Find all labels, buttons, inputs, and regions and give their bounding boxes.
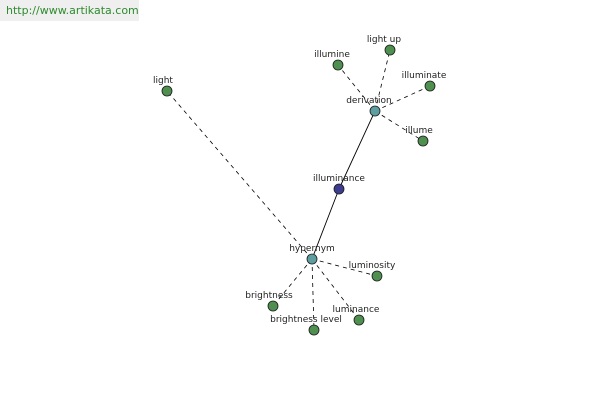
node-label: illuminate — [402, 71, 447, 81]
node-illume[interactable]: illume — [405, 126, 433, 147]
node-label: illumine — [314, 50, 350, 60]
node-marker[interactable] — [306, 253, 318, 265]
node-illuminance[interactable]: illuminance — [313, 174, 365, 195]
edge-hypernym-brightness — [272, 258, 313, 307]
edge-derivation-illumine — [337, 64, 376, 112]
node-illumine[interactable]: illumine — [314, 50, 350, 71]
node-brightness[interactable]: brightness — [245, 291, 293, 312]
node-light[interactable]: light — [153, 76, 173, 97]
node-marker[interactable] — [424, 80, 436, 92]
node-marker[interactable] — [371, 270, 383, 282]
node-luminosity[interactable]: luminosity — [349, 261, 396, 282]
node-marker[interactable] — [417, 135, 429, 147]
node-label: luminosity — [349, 261, 396, 271]
node-label: illume — [405, 126, 433, 136]
node-marker[interactable] — [308, 324, 320, 336]
node-illuminate[interactable]: illuminate — [402, 71, 447, 92]
node-light-up[interactable]: light up — [367, 35, 402, 56]
node-label: derivation — [346, 96, 392, 106]
node-label: light — [153, 76, 173, 86]
node-derivation[interactable]: derivation — [346, 96, 392, 117]
edge-hypernym-luminosity — [311, 258, 378, 277]
edge-derivation-light-up — [374, 49, 391, 112]
edge-hypernym-brightness-level — [311, 258, 315, 331]
node-label: illuminance — [313, 174, 365, 184]
source-url-banner[interactable]: http://www.artikata.com — [0, 0, 139, 21]
edge-hypernym-luminance — [311, 258, 360, 321]
edge-illuminance-hypernym — [311, 188, 340, 260]
node-label: light up — [367, 35, 402, 45]
nodes-layer: illuminance derivation hypernym light up ill… — [153, 35, 447, 336]
node-label: brightness — [245, 291, 293, 301]
edge-derivation-illume — [374, 110, 424, 142]
edges-layer — [166, 49, 431, 331]
node-marker[interactable] — [333, 183, 345, 195]
node-label: brightness level — [270, 315, 342, 325]
edge-hypernym-light — [166, 90, 313, 260]
node-label: hypernym — [289, 244, 335, 254]
node-label: luminance — [333, 305, 380, 315]
node-brightness-level[interactable]: brightness level — [270, 315, 342, 336]
node-marker[interactable] — [369, 105, 381, 117]
node-marker[interactable] — [384, 44, 396, 56]
edge-derivation-illuminate — [374, 85, 431, 112]
node-marker[interactable] — [332, 59, 344, 71]
node-marker[interactable] — [161, 85, 173, 97]
node-marker[interactable] — [353, 314, 365, 326]
node-marker[interactable] — [267, 300, 279, 312]
edge-illuminance-derivation — [338, 110, 376, 190]
node-hypernym[interactable]: hypernym — [289, 244, 335, 265]
node-luminance[interactable]: luminance — [333, 305, 380, 326]
